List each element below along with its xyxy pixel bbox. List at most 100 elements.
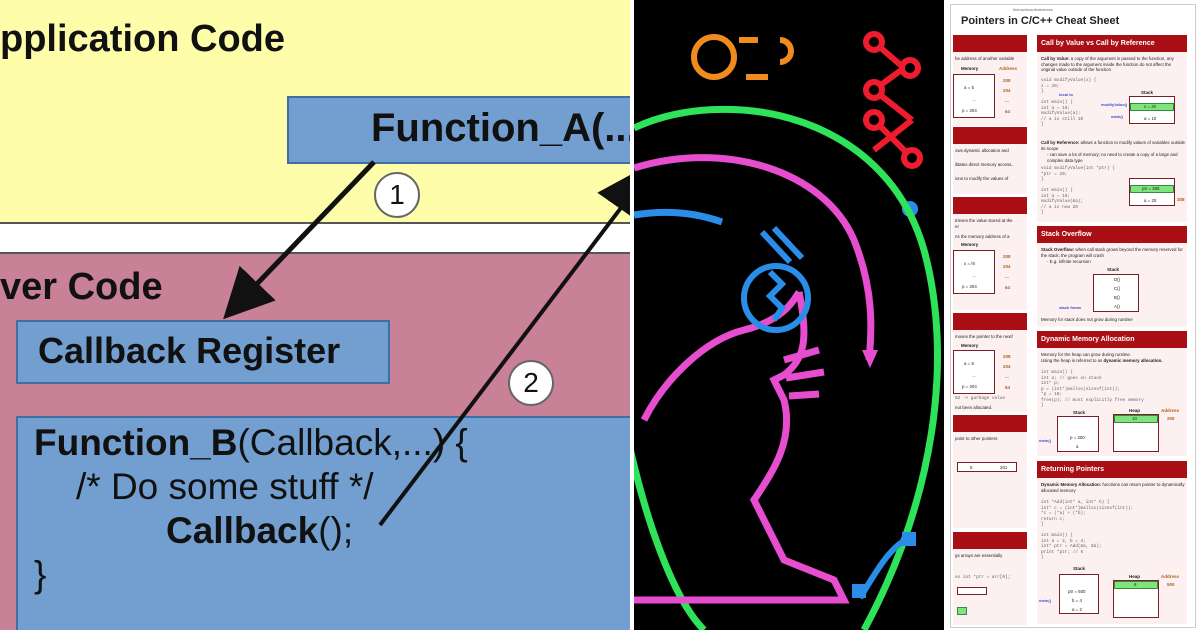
arrays-code: ex int *ptr = arr[0]; xyxy=(955,575,1011,580)
heap-cell-green xyxy=(1114,581,1158,589)
heap-cell-green xyxy=(1114,415,1158,423)
stack-cell: ptr = 500 xyxy=(1068,589,1086,594)
move-memory-table: a = 5 ... p = 204 xyxy=(953,350,995,394)
modify-label: modifyValue() xyxy=(1101,102,1128,107)
stack-frame-label: stack frame xyxy=(1059,305,1082,310)
stack-frame: D() xyxy=(1114,277,1121,282)
addr-val: 204 xyxy=(1003,264,1011,269)
mem-cell: p = 204 xyxy=(962,384,977,389)
green-arc xyxy=(634,105,941,630)
magenta-figure xyxy=(634,290,850,604)
stack-frame: A() xyxy=(1114,304,1120,309)
left-section-body-2: ows dynamic allocation and ilitates dire… xyxy=(953,144,1027,194)
heap-addr: 200 xyxy=(1167,416,1175,421)
dyn-text-2: ilitates direct memory access, xyxy=(955,162,1013,167)
mem-cell: ... xyxy=(972,97,976,102)
local-to-label: local to xyxy=(1059,92,1074,97)
stack-cell-green xyxy=(1130,103,1174,111)
cheat-sheet-page: thenucleusofuniverses Pointers in C/C++ … xyxy=(950,4,1196,628)
heap-addr: 500 xyxy=(1167,582,1175,587)
function-a-box: Function_A(... xyxy=(287,96,630,164)
array-ptr-cell xyxy=(957,607,967,615)
mem-cell: x = ̸ 8 xyxy=(964,261,975,266)
dyn-text-3: ions to modify the values of xyxy=(955,176,1009,181)
application-code-title: pplication Code xyxy=(0,18,285,60)
sheet-brand: thenucleusofuniverses xyxy=(1013,7,1053,12)
mem-cell: a = 5 xyxy=(964,361,974,366)
stack-label: Stack xyxy=(1107,267,1120,272)
neon-illustration xyxy=(634,31,941,630)
dyn-heap: 10 xyxy=(1113,414,1159,452)
returning-text: Dynamic Memory Allocation: functions can… xyxy=(1041,482,1185,493)
stack-overflow-body: Stack Overflow: when call stack grows be… xyxy=(1037,243,1187,327)
call-ref-bullet: - can save a lot of memory; no need to c… xyxy=(1047,152,1178,163)
addr-val: 204 xyxy=(1003,364,1011,369)
addr-val: ... xyxy=(1005,274,1009,279)
stack-overflow-note: Memory for stack does not grow during ru… xyxy=(1041,317,1133,322)
cheat-sheet-panel: thenucleusofuniverses Pointers in C/C++ … xyxy=(948,0,1200,630)
callback-register-box: Callback Register xyxy=(16,320,390,384)
magenta-arrowhead xyxy=(862,350,878,368)
stack-cell: a = 20 xyxy=(1144,198,1157,203)
arrow-register xyxy=(223,160,376,320)
addr-val: 64 xyxy=(1005,285,1011,290)
mem-header: Memory xyxy=(961,343,979,348)
arrow-callback xyxy=(378,194,630,527)
pp-val: 201 xyxy=(1000,465,1008,470)
stack-label: Stack xyxy=(1073,410,1086,415)
returning-heading: Returning Pointers xyxy=(1037,461,1187,478)
ref-addr: 308 xyxy=(1177,197,1185,202)
mem-cell: a = 5 xyxy=(964,85,974,90)
function-b-signature: Function_B(Callback,...) { xyxy=(34,422,468,463)
deref-memory-table: x = ̸ 8 ... p = 204 xyxy=(953,250,995,294)
ret-heap: 6 xyxy=(1113,580,1159,618)
stack-cell: p = 200 xyxy=(1070,435,1085,440)
stack-cell: a = 10 xyxy=(1144,116,1157,121)
left-section-head-3 xyxy=(953,197,1027,214)
flow-arrows xyxy=(223,160,630,527)
heap-cell: 10 xyxy=(1132,416,1137,421)
garbage-comment: 02 -> garbage value xyxy=(955,396,1006,401)
call-ref-intro: Call by Reference: allows a function to … xyxy=(1041,140,1186,151)
mem-cell: p = 204 xyxy=(962,284,977,289)
stack-cell: a = 2 xyxy=(1072,607,1082,612)
addr-val: ... xyxy=(1005,98,1009,103)
main-label: main() xyxy=(1111,114,1123,119)
mem-cell: p = 204 xyxy=(962,108,977,113)
left-section-body-3: trieves the value stored at the er ns th… xyxy=(953,214,1027,310)
function-b-comment: /* Do some stuff */ xyxy=(76,466,374,507)
dyn-text-1: ows dynamic allocation and xyxy=(955,148,1009,153)
stack-frame: B() xyxy=(1114,295,1120,300)
magenta-head-curve xyxy=(634,154,875,361)
callback-diagram-panel: pplication Code Function_A(... ver Code … xyxy=(0,0,630,630)
function-b-callback-call: Callback(); xyxy=(166,510,354,551)
stack-label: Stack xyxy=(1073,566,1086,571)
dyn-stack: p = 200 a xyxy=(1057,416,1099,452)
heap-cell: 6 xyxy=(1134,582,1137,587)
addr-val: 208 xyxy=(1003,254,1011,259)
addr-val: 64 xyxy=(1005,385,1011,390)
ptr-to-ptr-text: point to other pointers xyxy=(955,436,998,441)
left-section-head-1 xyxy=(953,35,1027,52)
function-b-closing-brace: } xyxy=(34,554,47,595)
array-cells xyxy=(957,587,987,595)
red-network-icon xyxy=(863,31,923,169)
mem-header: Memory xyxy=(961,242,979,247)
arrays-text: gs arrays are essentially xyxy=(955,553,1003,558)
stack-overflow-heading: Stack Overflow xyxy=(1037,226,1187,243)
neon-illustration-panel xyxy=(634,0,944,630)
call-ref-stack: ptr = 308 a = 20 xyxy=(1129,178,1175,206)
deref-text-3: ns the memory address of a xyxy=(955,234,1010,239)
call-ref-code: void modifyValue(int *ptr) { *ptr = 20;}… xyxy=(1041,166,1115,215)
deref-text-1: trieves the value stored at the xyxy=(955,218,1013,223)
dynamic-alloc-heading: Dynamic Memory Allocation xyxy=(1037,331,1187,348)
addr-val: 204 xyxy=(1003,88,1011,93)
driver-code-title: ver Code xyxy=(0,266,163,308)
memory-table: a = 5 ... p = 204 xyxy=(953,74,995,118)
left-section-body-5: point to other pointers 5 201 xyxy=(953,432,1027,528)
stack-frame: C() xyxy=(1114,286,1121,291)
addr-label: Address xyxy=(1161,574,1180,579)
mem-header: Memory xyxy=(961,66,979,71)
address-text: he address of another variable xyxy=(955,56,1015,61)
driver-code-region: ver Code Callback Register Function_B(Ca… xyxy=(0,252,630,630)
